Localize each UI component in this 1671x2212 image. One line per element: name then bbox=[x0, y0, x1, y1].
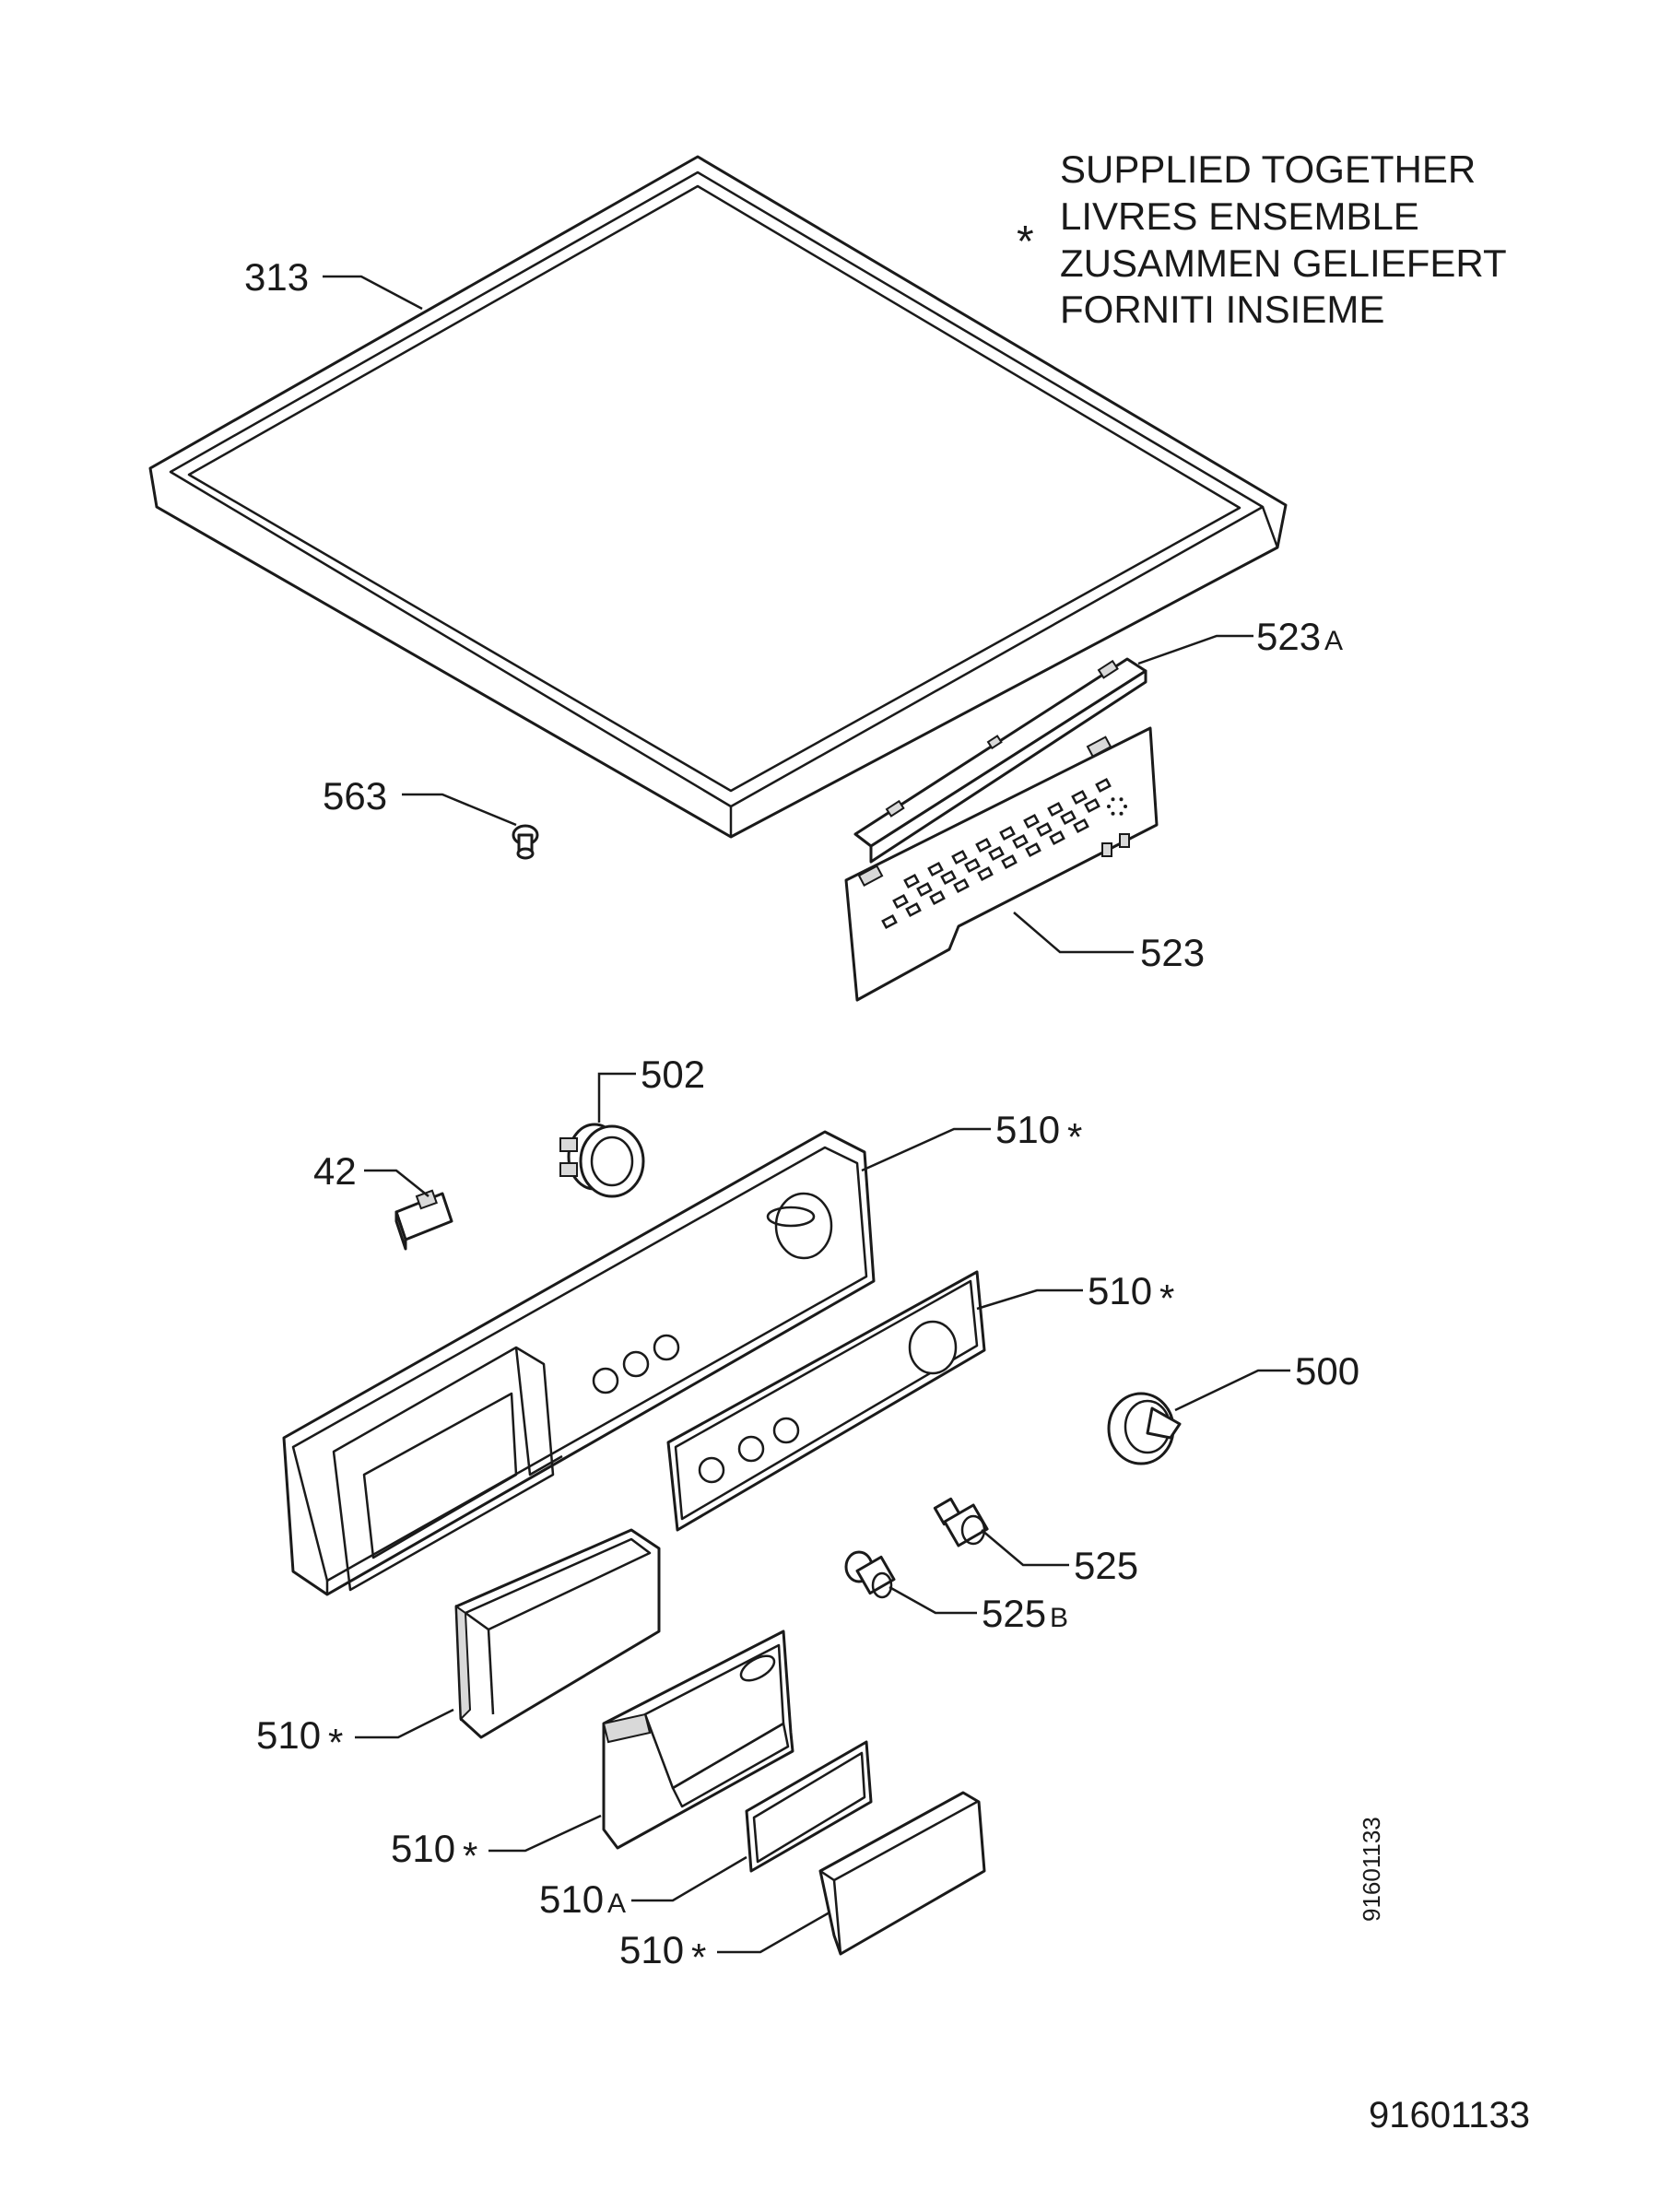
part-510-control-panel-fascia bbox=[282, 1130, 876, 1596]
board-component bbox=[881, 913, 898, 930]
part-313-top-cover bbox=[148, 155, 1288, 839]
board-component bbox=[916, 881, 933, 898]
board-component bbox=[1025, 841, 1041, 858]
label-510-2: 510 * bbox=[976, 1269, 1174, 1320]
drawing-number-vertical: 91601133 bbox=[1358, 1817, 1385, 1922]
part-510-door-flap bbox=[602, 1630, 794, 1850]
part-510A-insert bbox=[745, 1740, 873, 1873]
part-500-knob bbox=[1107, 1392, 1182, 1465]
part-number-500: 500 bbox=[1295, 1349, 1359, 1393]
part-510-small-cover bbox=[818, 1791, 986, 1956]
board-component bbox=[988, 845, 1005, 862]
star-510-2: * bbox=[1159, 1277, 1174, 1320]
part-502-lamp-holder bbox=[559, 1123, 645, 1198]
part-42-switch bbox=[394, 1189, 453, 1251]
board-component bbox=[929, 889, 946, 906]
part-number-510A: 510 bbox=[539, 1877, 604, 1921]
label-510-3: 510 * bbox=[256, 1708, 454, 1764]
part-number-510-1: 510 bbox=[995, 1108, 1060, 1151]
board-component bbox=[1001, 853, 1018, 870]
part-suffix-510A: A bbox=[607, 1888, 626, 1919]
label-523A: 523 A bbox=[1137, 615, 1343, 665]
label-563: 563 bbox=[323, 774, 517, 827]
part-number-525: 525 bbox=[1074, 1544, 1138, 1587]
label-500: 500 bbox=[1174, 1349, 1359, 1412]
part-number-510-2: 510 bbox=[1088, 1269, 1152, 1312]
board-component bbox=[1071, 789, 1088, 806]
part-number-510-4: 510 bbox=[391, 1827, 455, 1870]
label-42: 42 bbox=[313, 1149, 430, 1197]
board-component bbox=[903, 873, 920, 889]
part-563-screw bbox=[512, 824, 539, 860]
board-components bbox=[881, 777, 1127, 930]
part-number-523: 523 bbox=[1140, 931, 1205, 974]
legend-star: * bbox=[1017, 218, 1034, 266]
board-component bbox=[1073, 818, 1089, 834]
part-525B-push-rod bbox=[844, 1550, 896, 1599]
board-component bbox=[1095, 777, 1112, 794]
label-525: 525 bbox=[981, 1529, 1138, 1587]
part-number-502: 502 bbox=[641, 1053, 705, 1096]
part-523A-bracket-strip bbox=[853, 657, 1147, 864]
label-510A: 510 A bbox=[539, 1855, 747, 1921]
part-525-push-rod bbox=[933, 1497, 989, 1547]
board-component bbox=[927, 861, 944, 877]
board-component bbox=[1060, 809, 1077, 826]
board-component bbox=[964, 857, 981, 874]
board-component bbox=[1023, 813, 1040, 830]
board-component bbox=[953, 877, 970, 894]
legend: * SUPPLIED TOGETHER LIVRES ENSEMBLE ZUSA… bbox=[1017, 147, 1507, 331]
part-510-dispenser-handle bbox=[454, 1528, 661, 1739]
part-suffix-523A: A bbox=[1324, 626, 1343, 656]
star-510-3: * bbox=[328, 1721, 343, 1764]
board-component bbox=[975, 837, 992, 853]
label-313: 313 bbox=[244, 255, 423, 311]
part-number-510-3: 510 bbox=[256, 1713, 321, 1757]
board-component bbox=[892, 893, 909, 910]
board-component bbox=[1036, 821, 1053, 838]
legend-line-1: SUPPLIED TOGETHER bbox=[1060, 147, 1476, 191]
board-connector-pin bbox=[1119, 797, 1124, 802]
legend-line-2: LIVRES ENSEMBLE bbox=[1060, 194, 1419, 238]
board-connector-pin bbox=[1107, 805, 1111, 808]
board-connector-pin bbox=[1111, 811, 1115, 816]
star-510-4: * bbox=[463, 1834, 477, 1877]
board-connector-pin bbox=[1124, 805, 1127, 808]
label-510-5: 510 * bbox=[619, 1911, 830, 1979]
board-component bbox=[951, 849, 968, 865]
part-510-front-plate bbox=[666, 1270, 986, 1532]
part-number-313: 313 bbox=[244, 255, 309, 299]
label-525B: 525 B bbox=[888, 1585, 1068, 1635]
part-523-circuit-board bbox=[844, 726, 1159, 1002]
label-510-1: 510 * bbox=[861, 1108, 1082, 1172]
legend-line-4: FORNITI INSIEME bbox=[1060, 288, 1384, 331]
star-510-1: * bbox=[1067, 1115, 1082, 1159]
board-component bbox=[1047, 801, 1064, 818]
part-number-510-5: 510 bbox=[619, 1928, 684, 1971]
board-component bbox=[1049, 830, 1065, 846]
part-suffix-525B: B bbox=[1050, 1603, 1068, 1633]
star-510-5: * bbox=[691, 1936, 706, 1979]
label-502: 502 bbox=[597, 1053, 705, 1123]
part-number-42: 42 bbox=[313, 1149, 357, 1193]
board-connector-pin bbox=[1119, 811, 1124, 816]
part-number-523A: 523 bbox=[1256, 615, 1321, 658]
part-number-563: 563 bbox=[323, 774, 387, 818]
legend-line-3: ZUSAMMEN GELIEFERT bbox=[1060, 241, 1507, 285]
board-component bbox=[977, 865, 994, 882]
board-component bbox=[1084, 797, 1100, 814]
label-523: 523 bbox=[1013, 912, 1205, 974]
board-component bbox=[1012, 833, 1029, 850]
board-component bbox=[905, 901, 922, 918]
board-component bbox=[940, 869, 957, 886]
drawing-number-bottom: 91601133 bbox=[1369, 2095, 1530, 2136]
board-connector-pin bbox=[1111, 797, 1115, 802]
label-510-4: 510 * bbox=[391, 1814, 602, 1877]
board-component bbox=[999, 825, 1016, 841]
part-number-525B: 525 bbox=[982, 1592, 1046, 1635]
